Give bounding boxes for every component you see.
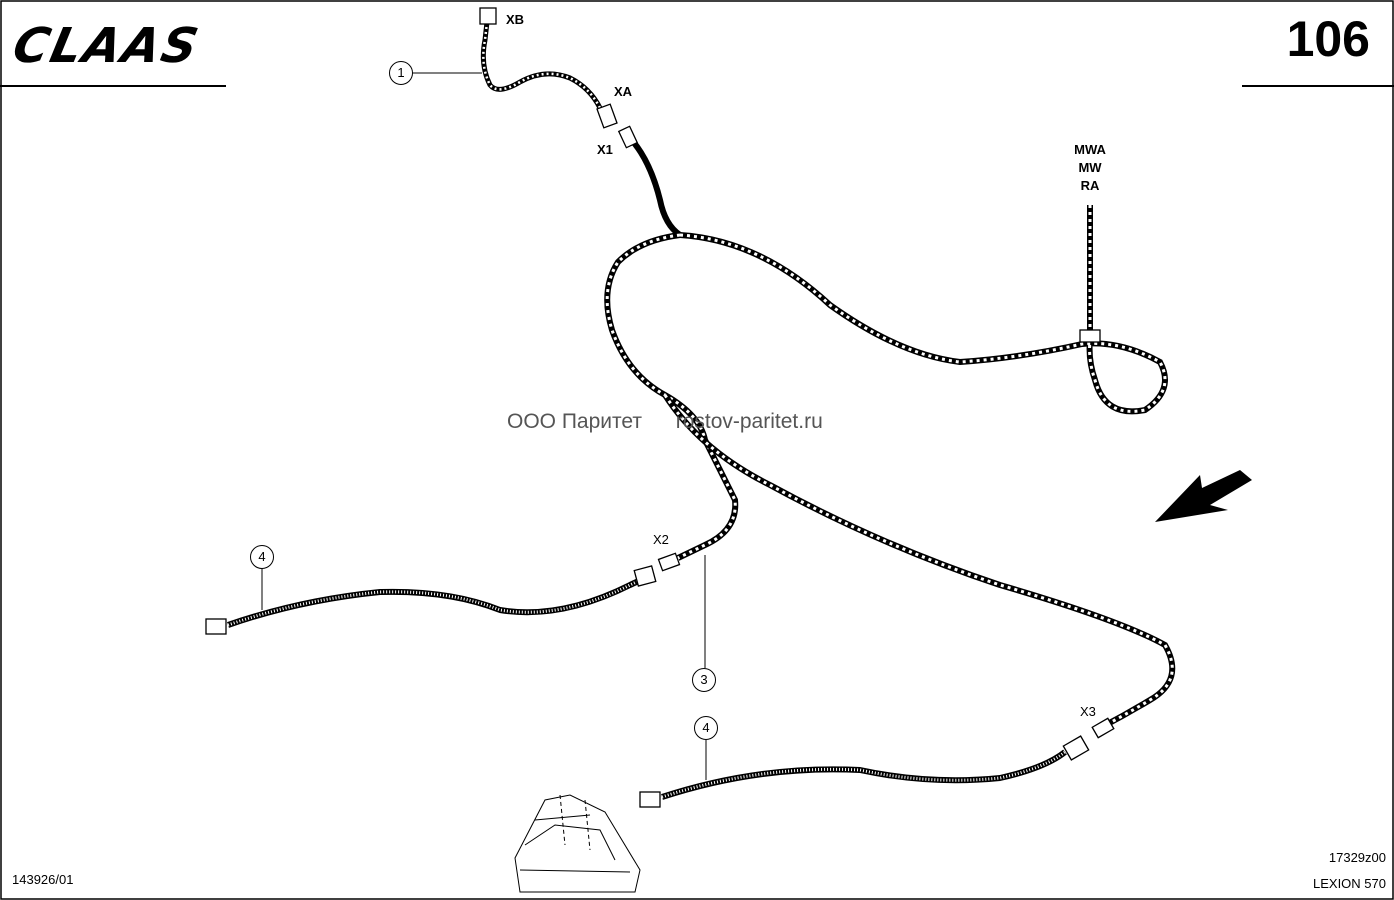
callout-4-left: 4 — [250, 545, 274, 569]
watermark-url: rostov-paritet.ru — [675, 410, 823, 433]
callout-3: 3 — [692, 668, 716, 692]
connector-label-xa: XA — [614, 84, 633, 99]
connector-4-left-end — [205, 618, 227, 635]
connector-label-x3: X3 — [1080, 704, 1096, 719]
harness-4-bottom — [661, 749, 1067, 800]
connector-4-bottom-end — [639, 791, 661, 808]
page-number: 106 — [1286, 11, 1370, 67]
connector-4-bottom-mate — [1062, 735, 1090, 761]
connector-xa — [596, 103, 618, 129]
connector-x3 — [1091, 717, 1115, 739]
connector-label-xb: XB — [506, 12, 525, 27]
model-name: LEXION 570 — [1313, 876, 1386, 891]
connector-label-x1: X1 — [597, 142, 613, 157]
connector-x1 — [617, 125, 639, 149]
watermark: ООО Паритет rostov-paritet.ru — [507, 410, 823, 434]
variant-mwa: MWA — [1074, 142, 1106, 157]
variant-ra: RA — [1080, 178, 1100, 193]
harness-1 — [480, 21, 603, 110]
watermark-company: ООО Паритет — [507, 410, 643, 433]
harness-3-lower-branch — [662, 393, 1176, 731]
connector-x2 — [657, 552, 681, 572]
harness-3-loop-top — [604, 232, 739, 561]
grommet — [1079, 329, 1101, 343]
doc-number: 143926/01 — [12, 872, 74, 887]
direction-arrow-icon — [1155, 470, 1252, 522]
harness-4-left — [227, 575, 647, 628]
connector-xb — [479, 7, 497, 25]
brand-logo: CLAAS — [8, 18, 205, 74]
variant-mw: MW — [1078, 160, 1102, 175]
callout-1: 1 — [389, 61, 413, 85]
variant-labels: MWA MW RA — [1060, 141, 1120, 195]
harness-3-right-branch — [679, 205, 1168, 415]
connector-label-x2: X2 — [653, 532, 669, 547]
connector-4-left-mate — [633, 565, 657, 587]
drawing-code: 17329z00 — [1328, 850, 1386, 865]
harness-3-trunk — [627, 135, 682, 238]
machine-part-sketch — [514, 794, 641, 893]
callout-4-bottom: 4 — [694, 716, 718, 740]
